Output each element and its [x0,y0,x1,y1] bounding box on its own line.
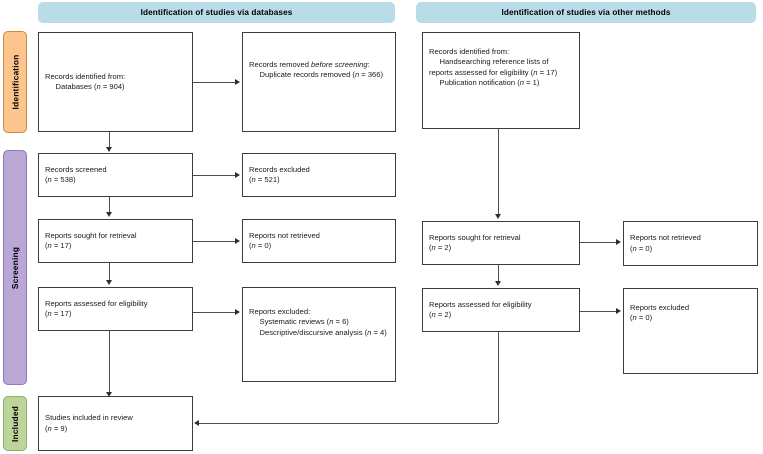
stage-label-screening-text: Screening [10,246,21,289]
arrowhead-assessed-to-excluded-left [235,308,240,315]
node-reports-sought-left: Reports sought for retrieval(n = 17) [38,219,193,263]
node-reports-assessed-left-text: Reports assessed for eligibility(n = 17) [45,298,148,318]
column-header-databases-label: Identification of studies via databases [140,8,293,17]
arrowhead-sought-to-assessed-left [105,280,112,285]
column-header-other-methods-label: Identification of studies via other meth… [501,8,671,17]
stage-label-included-text: Included [10,405,21,442]
node-reports-not-retrieved-right-text: Reports not retrieved(n = 0) [630,233,701,253]
arrowhead-identified-to-removed [235,78,240,85]
connector-identified-other-to-sought [498,129,499,215]
connector-identified-to-screened [109,132,110,148]
connector-identified-to-removed [193,82,236,83]
node-reports-sought-left-text: Reports sought for retrieval(n = 17) [45,230,137,250]
arrowhead-sought-to-not-retrieved-left [235,237,240,244]
node-reports-not-retrieved-left: Reports not retrieved(n = 0) [242,219,396,263]
arrowhead-sought-to-not-retrieved-right [616,238,621,245]
arrowhead-right-assessed-to-included [194,419,199,426]
node-studies-included: Studies included in review(n = 9) [38,396,193,451]
connector-sought-to-not-retrieved-left [193,241,236,242]
arrowhead-assessed-to-excluded-right [616,307,621,314]
node-reports-not-retrieved-right: Reports not retrieved(n = 0) [623,221,758,266]
node-reports-excluded-right: Reports excluded(n = 0) [623,288,758,374]
node-records-screened-text: Records screened(n = 538) [45,164,107,184]
node-reports-sought-right: Reports sought for retrieval(n = 2) [422,221,580,265]
node-reports-assessed-right: Reports assessed for eligibility(n = 2) [422,288,580,332]
node-records-removed-before-screening-text: Records removed before screening: Duplic… [249,60,384,80]
arrowhead-identified-to-screened [105,147,112,152]
node-records-removed-before-screening: Records removed before screening: Duplic… [242,32,396,132]
node-reports-assessed-left: Reports assessed for eligibility(n = 17) [38,287,193,331]
arrowhead-sought-to-assessed-right [494,281,501,286]
node-reports-assessed-right-text: Reports assessed for eligibility(n = 2) [429,299,532,319]
connector-sought-to-assessed-right [498,265,499,282]
node-studies-included-text: Studies included in review(n = 9) [45,413,133,433]
stage-label-identification: Identification [3,31,27,133]
node-reports-excluded-left-text: Reports excluded: Systematic reviews (n … [249,307,387,337]
connector-assessed-to-excluded-left [193,312,236,313]
node-records-identified-databases: Records identified from: Databases (n = … [38,32,193,132]
arrowhead-screened-to-excluded [235,171,240,178]
node-reports-excluded-left: Reports excluded: Systematic reviews (n … [242,287,396,382]
connector-right-assessed-to-included-horizontal [199,423,498,424]
stage-label-screening: Screening [3,150,27,385]
connector-assessed-to-excluded-right [580,311,617,312]
node-reports-not-retrieved-left-text: Reports not retrieved(n = 0) [249,230,320,250]
node-records-identified-other-text: Records identified from: Handsearching r… [429,47,558,88]
node-records-identified-other: Records identified from: Handsearching r… [422,32,580,129]
node-records-excluded: Records excluded(n = 521) [242,153,396,197]
connector-right-assessed-to-included-vertical [498,332,499,423]
node-records-excluded-text: Records excluded(n = 521) [249,164,310,184]
column-header-other-methods: Identification of studies via other meth… [416,2,756,23]
stage-label-identification-text: Identification [10,54,21,110]
column-header-databases: Identification of studies via databases [38,2,395,23]
node-records-identified-databases-text: Records identified from: Databases (n = … [45,71,126,91]
arrowhead-assessed-to-included [105,392,112,397]
connector-assessed-to-included [109,331,110,393]
arrowhead-identified-other-to-sought [494,214,501,219]
node-reports-excluded-right-text: Reports excluded(n = 0) [630,303,690,323]
node-reports-sought-right-text: Reports sought for retrieval(n = 2) [429,232,521,252]
stage-label-included: Included [3,396,27,451]
node-records-screened: Records screened(n = 538) [38,153,193,197]
connector-sought-to-not-retrieved-right [580,242,617,243]
arrowhead-screened-to-sought [105,212,112,217]
connector-sought-to-assessed-left [109,263,110,281]
connector-screened-to-sought [109,197,110,213]
connector-screened-to-excluded [193,175,236,176]
